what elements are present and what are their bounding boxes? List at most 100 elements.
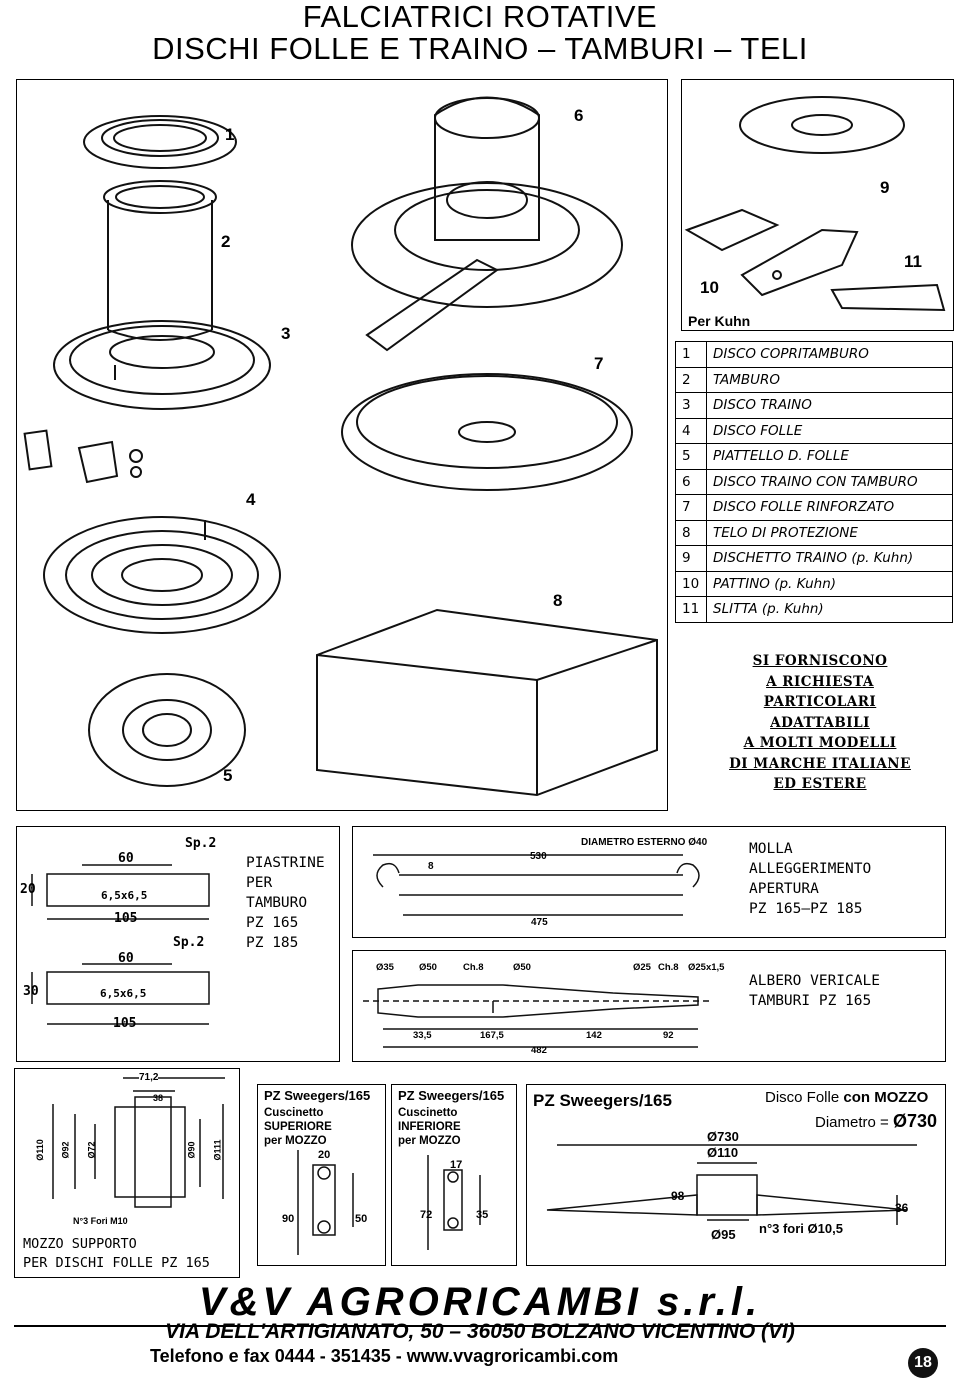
company-contact[interactable]: Telefono e fax 0444 - 351435 - www.vvagr… [150,1346,619,1366]
part-label: PATTINO (p. Kuhn) [706,570,953,597]
dim-d95: Ø95 [711,1227,736,1242]
part-label: SLITTA (p. Kuhn) [706,596,953,623]
bearing-lower-panel: PZ Sweegers/165 Cuscinetto INFERIORE per… [391,1084,517,1266]
dim-33: 33,5 [413,1030,432,1041]
dim-sp-top: Sp.2 [185,836,217,851]
dim-50-bearing: 50 [355,1213,368,1225]
callout-7: 7 [594,354,604,373]
parts-exploded-drawing [23,96,658,797]
dim-d92: Ø92 [60,1141,71,1159]
piastrine-label-line: TAMBURO [246,895,308,911]
bearing-upper-desc-line: per MOZZO [264,1135,327,1147]
bearing-upper-drawing [297,1150,354,1255]
dim-20: 20 [20,882,36,897]
dim-ch8-a: Ch.8 [463,962,484,973]
albero-panel: Ø35 Ø50 Ch.8 Ø50 Ø25 Ch.8 Ø25x1,5 33,5 1… [352,950,946,1062]
note-line: A RICHIESTA [766,673,874,690]
albero-label-line: TAMBURI PZ 165 [749,993,872,1009]
part-number: 2 [675,366,707,393]
kuhn-parts-panel: 9 10 11 Per Kuhn [681,79,954,331]
part-label: DISCO FOLLE [706,417,953,444]
dim-60-b: 60 [118,951,134,966]
dim-8: 8 [428,861,434,872]
dim-36: 36 [895,1201,909,1215]
disc-with-hub-panel: PZ Sweegers/165 Disco Folle con MOZZO Di… [526,1084,946,1266]
shaft-drawing [363,984,713,1048]
mozzo-label-line: PER DISCHI FOLLE PZ 165 [23,1255,210,1271]
dim-72-bearing: 72 [420,1209,433,1221]
mozzo-label: MOZZO SUPPORTO PER DISCHI FOLLE PZ 165 [23,1235,210,1273]
dim-105-a: 105 [114,911,138,926]
bearing-lower-drawing [427,1155,481,1250]
dim-90-bearing: 90 [282,1213,295,1225]
page-number-badge: 18 [908,1348,938,1378]
dim-167: 167,5 [480,1030,504,1041]
disc-hub-drawing [546,1144,917,1225]
dim-d730: Ø730 [707,1129,739,1144]
part-label: DISCO TRAINO [706,392,953,419]
piastrine-label: PIASTRINE PER TAMBURO PZ 165 PZ 185 [246,853,325,953]
part-number: 11 [675,596,707,623]
disc-hub-title-a: Disco Folle [765,1089,844,1106]
dim-d50-b: Ø50 [513,962,531,973]
note-line: PARTICOLARI [763,694,877,710]
part-number: 6 [675,468,707,495]
piastrine-label-line: PIASTRINE [246,855,325,871]
albero-label-line: ALBERO VERICALE [749,973,880,989]
note-line: ED ESTERE [773,776,867,792]
bearing-upper-desc: Cuscinetto SUPERIORE per MOZZO [264,1106,385,1148]
piastrine-label-line: PZ 185 [246,935,299,951]
mozzo-label-line: MOZZO SUPPORTO [23,1236,137,1252]
bearing-lower-desc-line: Cuscinetto INFERIORE [398,1107,461,1133]
callout-4: 4 [246,490,256,509]
callout-9: 9 [880,178,890,197]
company-address: VIA DELL'ARTIGIANATO, 50 – 36050 BOLZANO… [165,1320,795,1343]
note-line: A MOLTI MODELLI [743,735,897,751]
albero-label: ALBERO VERICALE TAMBURI PZ 165 [749,971,880,1011]
part-label: TELO DI PROTEZIONE [706,519,953,546]
bearing-upper-desc-line: Cuscinetto SUPERIORE [264,1107,332,1133]
part-number: 8 [675,519,707,546]
dim-d50-a: Ø50 [419,962,437,973]
callout-8: 8 [553,591,563,610]
disc-hub-brand: PZ Sweegers/165 [533,1091,672,1110]
note-line: DI MARCHE ITALIANE [729,755,911,772]
footer-divider [14,1325,946,1327]
disc-hub-diameter-value: Ø730 [892,1111,937,1131]
molla-label-line: PZ 165—PZ 185 [749,901,863,917]
kuhn-caption: Per Kuhn [688,313,751,329]
callout-6: 6 [574,106,584,125]
bearing-lower-desc-line: per MOZZO [398,1135,461,1147]
part-number: 4 [675,417,707,444]
molla-label-line: APERTURA [749,881,819,897]
dim-17-bearing: 17 [450,1159,463,1171]
dim-d111: Ø111 [212,1139,223,1161]
part-number: 10 [675,570,707,597]
part-label: DISCHETTO TRAINO (p. Kuhn) [706,545,953,572]
mozzo-panel: 71,2 38 Ø110 Ø92 Ø72 Ø90 Ø111 N°3 Fori M… [14,1068,240,1278]
part-number: 3 [675,392,707,419]
piastrine-label-line: PZ 165 [246,915,299,931]
bearing-upper-brand: PZ Sweegers/165 [264,1088,371,1103]
dim-60-a: 60 [118,851,134,866]
molla-panel: DIAMETRO ESTERNO Ø40 530 8 475 MOLLA ALL… [352,826,946,938]
page-title-line1: FALCIATRICI ROTATIVE [302,0,658,34]
callout-2: 2 [221,232,231,251]
part-label: DISCO FOLLE RINFORZATO [706,494,953,521]
note-line: SI FORNISCONO [752,653,888,669]
dim-20-bearing: 20 [318,1149,331,1161]
dim-142: 142 [586,1030,602,1041]
dim-530: 530 [530,851,547,862]
callout-1: 1 [225,125,235,144]
dim-d110-disc: Ø110 [707,1145,739,1160]
bearing-lower-brand: PZ Sweegers/165 [398,1088,505,1103]
